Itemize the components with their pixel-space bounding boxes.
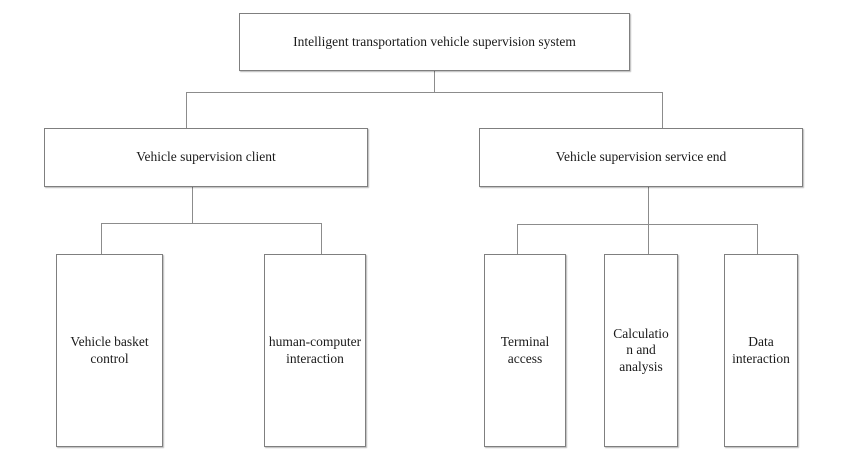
connector-drop-hci bbox=[321, 223, 322, 254]
connector-drop-terminal bbox=[517, 224, 518, 255]
node-terminal-access: Terminal access bbox=[484, 254, 566, 447]
connector-service-children-rail bbox=[517, 224, 758, 225]
connector-service-stub bbox=[648, 187, 649, 254]
node-vehicle-basket-control: Vehicle basket control bbox=[56, 254, 163, 447]
node-calculation-and-analysis: Calculatio n and analysis bbox=[604, 254, 678, 447]
node-root-system: Intelligent transportation vehicle super… bbox=[239, 13, 630, 71]
connector-level1-rail bbox=[186, 92, 663, 93]
node-human-computer-interaction: human-computer interaction bbox=[264, 254, 366, 447]
connector-drop-data bbox=[757, 224, 758, 255]
node-terminal-access-label: Terminal access bbox=[500, 334, 550, 366]
node-root-system-label: Intelligent transportation vehicle super… bbox=[293, 33, 576, 49]
node-vehicle-basket-control-label: Vehicle basket control bbox=[70, 334, 149, 366]
node-vehicle-supervision-client-label: Vehicle supervision client bbox=[136, 149, 276, 165]
node-data-interaction: Data interaction bbox=[724, 254, 798, 447]
connector-drop-service bbox=[662, 92, 663, 128]
connector-drop-client bbox=[186, 92, 187, 128]
connector-client-children-rail bbox=[101, 223, 322, 224]
connector-client-stub bbox=[192, 187, 193, 223]
node-vehicle-supervision-service-end: Vehicle supervision service end bbox=[479, 128, 803, 187]
node-vehicle-supervision-service-end-label: Vehicle supervision service end bbox=[555, 149, 727, 165]
connector-root-stub bbox=[434, 71, 435, 93]
node-data-interaction-label: Data interaction bbox=[732, 334, 790, 366]
connector-drop-vehicle-basket bbox=[101, 223, 102, 254]
node-vehicle-supervision-client: Vehicle supervision client bbox=[44, 128, 368, 187]
node-calculation-and-analysis-label: Calculatio n and analysis bbox=[613, 325, 669, 374]
node-human-computer-interaction-label: human-computer interaction bbox=[268, 334, 362, 366]
